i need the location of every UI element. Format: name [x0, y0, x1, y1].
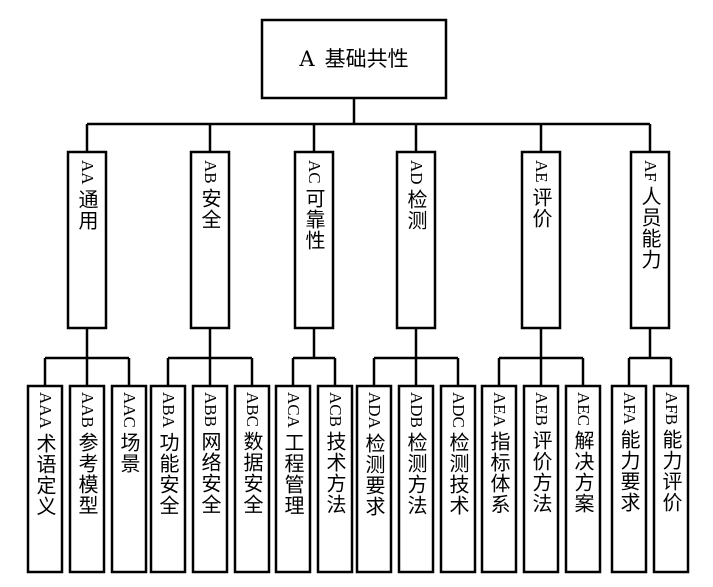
category-box	[629, 150, 671, 330]
subcategory-label: AAC 场景	[112, 392, 146, 474]
subcategory-label-text: 指标体系	[487, 430, 511, 515]
subcategory-box	[68, 384, 106, 574]
root-box	[260, 18, 448, 100]
subcategory-label: AEB 评价方法	[524, 392, 558, 514]
subcategory-label-code: ACB	[326, 392, 345, 427]
subcategory-label-text: 参考模型	[75, 431, 99, 516]
subcategory-box	[480, 384, 518, 574]
subcategory-box	[652, 384, 690, 574]
subcategory-label-text: 检测要求	[362, 432, 386, 517]
category-box	[395, 150, 437, 330]
subcategory-label-code: ABC	[243, 392, 262, 427]
subcategory-label-code: AEB	[532, 392, 551, 426]
subcategory-label-code: AEA	[490, 392, 509, 427]
subcategory-box	[522, 384, 560, 574]
subcategory-label-text: 场景	[117, 431, 141, 474]
category-label-text: 可靠性	[302, 187, 326, 251]
category-box	[520, 150, 562, 330]
category-label: AE 评价	[522, 160, 560, 229]
subcategory-label: ACB 技术方法	[318, 392, 352, 515]
subcategory-label: AEA 指标体系	[482, 392, 516, 515]
category-label-code: AF	[641, 160, 660, 182]
root-label: A 基础共性	[262, 48, 446, 70]
subcategory-label-code: ABA	[159, 392, 178, 428]
category-label-code: AD	[407, 160, 426, 185]
subcategory-label: ACA 工程管理	[276, 392, 310, 516]
category-label-code: AC	[305, 160, 324, 184]
subcategory-label-text: 功能安全	[156, 431, 180, 516]
subcategory-label-text: 网络安全	[198, 430, 222, 515]
subcategory-label: ADC 检测技术	[441, 392, 475, 516]
subcategory-label-code: AEC	[574, 392, 593, 426]
subcategory-box	[610, 384, 648, 574]
subcategory-label-code: ADA	[365, 392, 384, 429]
subcategory-label-code: ADB	[407, 392, 426, 428]
category-label-text: 评价	[529, 186, 553, 229]
subcategory-box	[564, 384, 602, 574]
subcategory-label-text: 数据安全	[240, 430, 264, 515]
subcategory-label-text: 工程管理	[281, 431, 305, 516]
subcategory-label-text: 技术方法	[323, 430, 347, 515]
subcategory-label-text: 能力要求	[617, 428, 641, 513]
category-label: AF 人员能力	[631, 160, 669, 270]
category-label-code: AA	[78, 160, 97, 185]
subcategory-label: AAB 参考模型	[70, 392, 104, 516]
subcategory-label: AFA 能力要求	[612, 392, 646, 513]
category-label: AD 检测	[397, 160, 435, 231]
subcategory-box	[110, 384, 148, 574]
subcategory-label-code: ADC	[449, 392, 468, 428]
subcategory-label-code: ACA	[284, 392, 303, 428]
subcategory-label: ABA 功能安全	[151, 392, 185, 516]
subcategory-label-code: ABB	[201, 392, 220, 427]
category-label-text: 通用	[75, 188, 99, 231]
subcategory-label-code: AAC	[120, 392, 139, 428]
subcategory-box	[191, 384, 229, 574]
category-label-code: AB	[201, 160, 220, 184]
subcategory-box	[316, 384, 354, 574]
subcategory-box	[149, 384, 187, 574]
subcategory-box	[355, 384, 393, 574]
category-label-text: 人员能力	[638, 185, 662, 270]
category-box	[66, 150, 108, 330]
subcategory-box	[26, 384, 64, 574]
subcategory-label-code: AAA	[36, 392, 55, 429]
category-label-text: 检测	[404, 188, 428, 231]
subcategory-label-text: 评价方法	[529, 430, 553, 514]
category-label-text: 安全	[198, 187, 222, 230]
category-label: AA 通用	[68, 160, 106, 231]
subcategory-box	[233, 384, 271, 574]
subcategory-label: ADB 检测方法	[399, 392, 433, 516]
category-label-code: AE	[532, 160, 551, 183]
subcategory-label-code: AFA	[620, 392, 639, 425]
category-label: AB 安全	[191, 160, 229, 230]
subcategory-label: AEC 解决方案	[566, 392, 600, 514]
subcategory-label: ADA 检测要求	[357, 392, 391, 517]
subcategory-label: AAA 术语定义	[28, 392, 62, 517]
root-code: A	[299, 47, 315, 71]
subcategory-label-text: 术语定义	[33, 432, 57, 517]
subcategory-label-text: 检测技术	[446, 431, 470, 516]
root-title: 基础共性	[324, 47, 409, 71]
subcategory-box	[397, 384, 435, 574]
subcategory-box	[274, 384, 312, 574]
subcategory-label: ABB 网络安全	[193, 392, 227, 515]
subcategory-label-code: AFB	[662, 392, 681, 426]
subcategory-label-text: 检测方法	[404, 431, 428, 516]
subcategory-label: AFB 能力评价	[654, 392, 688, 513]
category-label: AC 可靠性	[295, 160, 333, 251]
subcategory-label-code: AAB	[78, 392, 97, 428]
subcategory-label-text: 解决方案	[571, 430, 595, 514]
subcategory-label: ABC 数据安全	[235, 392, 269, 515]
subcategory-label-text: 能力评价	[659, 429, 683, 514]
subcategory-box	[439, 384, 477, 574]
